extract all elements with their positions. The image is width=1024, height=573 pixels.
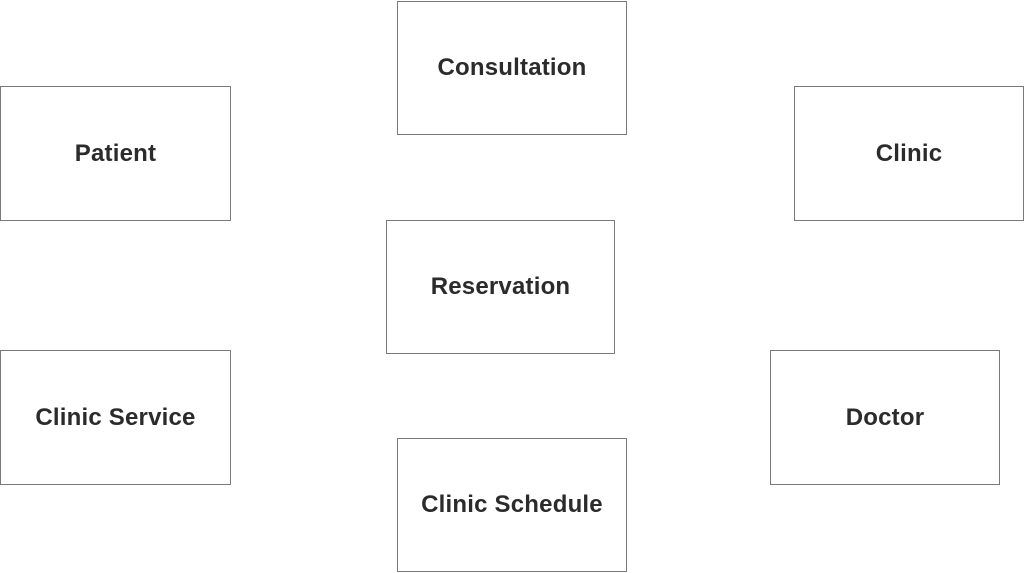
doctor-entity-label: Doctor bbox=[845, 403, 925, 431]
clinic-entity-label: Clinic bbox=[875, 139, 943, 167]
patient-entity-label: Patient bbox=[74, 139, 157, 167]
patient-entity-box: Patient bbox=[0, 86, 231, 221]
clinic-service-entity-box: Clinic Service bbox=[0, 350, 231, 485]
reservation-entity-label: Reservation bbox=[430, 273, 571, 300]
clinic-schedule-entity-box: Clinic Schedule bbox=[397, 438, 627, 572]
doctor-entity-box: Doctor bbox=[770, 350, 1000, 485]
clinic-service-entity-label: Clinic Service bbox=[35, 403, 196, 431]
clinic-entity-box: Clinic bbox=[794, 86, 1024, 221]
consultation-entity-label: Consultation bbox=[437, 54, 587, 81]
reservation-entity-box: Reservation bbox=[386, 220, 615, 354]
consultation-entity-box: Consultation bbox=[397, 1, 627, 135]
clinic-schedule-entity-label: Clinic Schedule bbox=[421, 491, 603, 518]
